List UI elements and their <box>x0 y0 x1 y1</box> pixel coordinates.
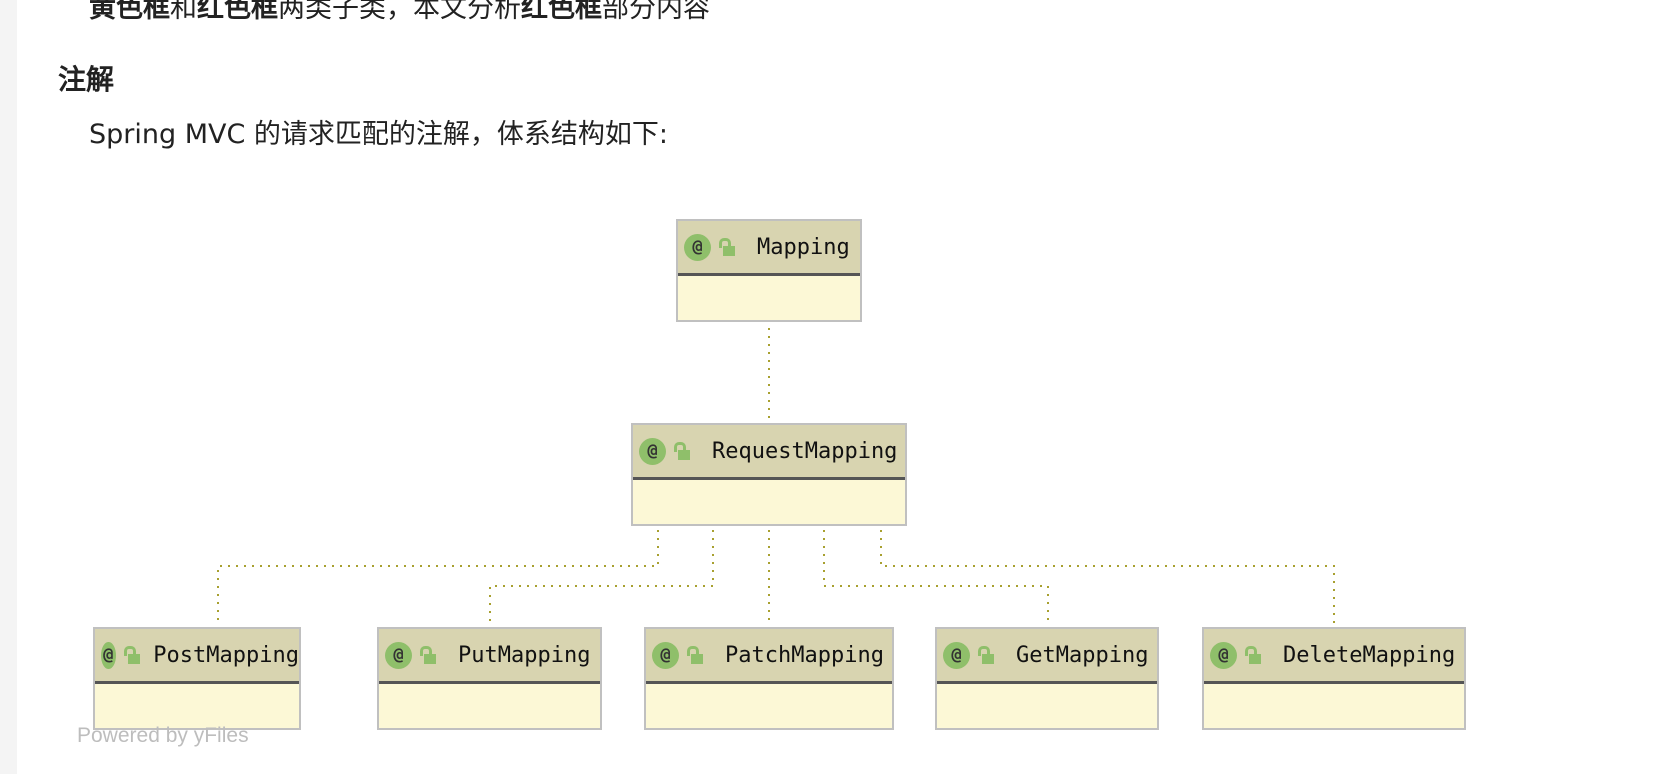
edge-put <box>489 530 714 625</box>
red-box-text: 红色框 <box>197 0 278 24</box>
edge-delete <box>880 530 1335 625</box>
class-node[interactable]: @ Mapping <box>676 219 862 322</box>
public-lock-icon <box>674 442 692 460</box>
annotation-icon: @ <box>652 641 679 669</box>
edge-post <box>217 530 659 625</box>
class-node[interactable]: @ PostMapping <box>93 627 301 730</box>
public-lock-icon <box>687 646 705 664</box>
annotation-icon: @ <box>385 641 412 669</box>
public-lock-icon <box>1245 646 1263 664</box>
edge-get <box>823 530 1049 625</box>
node-header: @ RequestMapping <box>633 425 905 480</box>
class-node[interactable]: @ GetMapping <box>935 627 1159 730</box>
intro-text: 和 <box>170 0 197 24</box>
annotation-icon: @ <box>639 437 666 465</box>
node-name: DeleteMapping <box>1283 642 1456 668</box>
node-name: PostMapping <box>153 642 299 668</box>
yfiles-watermark: Powered by yFiles <box>77 724 249 747</box>
left-margin-strip <box>0 0 17 774</box>
node-header: @ PatchMapping <box>646 629 892 684</box>
red-box-text: 红色框 <box>521 0 602 24</box>
node-header: @ Mapping <box>678 221 860 276</box>
class-node[interactable]: @ DeleteMapping <box>1202 627 1466 730</box>
public-lock-icon <box>123 646 140 664</box>
node-header: @ DeleteMapping <box>1204 629 1464 684</box>
node-name: GetMapping <box>1016 642 1149 668</box>
public-lock-icon <box>420 646 438 664</box>
public-lock-icon <box>719 238 737 256</box>
class-node[interactable]: @ PutMapping <box>377 627 602 730</box>
intro-text: 部分内容 <box>602 0 710 24</box>
annotation-icon: @ <box>943 641 970 669</box>
annotation-icon: @ <box>1210 641 1237 669</box>
node-name: Mapping <box>757 234 850 260</box>
node-name: RequestMapping <box>712 438 898 464</box>
paragraph: Spring MVC 的请求匹配的注解，体系结构如下: <box>89 119 669 150</box>
intro-line: 黄色框和红色框两类子类，本文分析红色框部分内容 <box>89 0 710 25</box>
class-node[interactable]: @ RequestMapping <box>631 423 907 526</box>
annotation-icon: @ <box>684 233 711 261</box>
node-header: @ GetMapping <box>937 629 1157 684</box>
intro-text: 两类子类，本文分析 <box>278 0 521 24</box>
node-header: @ PostMapping <box>95 629 299 684</box>
yellow-box-text: 黄色框 <box>89 0 170 24</box>
public-lock-icon <box>978 646 996 664</box>
annotation-icon: @ <box>101 641 116 669</box>
node-name: PatchMapping <box>725 642 884 668</box>
node-name: PutMapping <box>458 642 591 668</box>
class-node[interactable]: @ PatchMapping <box>644 627 894 730</box>
section-heading: 注解 <box>58 63 115 96</box>
node-header: @ PutMapping <box>379 629 600 684</box>
